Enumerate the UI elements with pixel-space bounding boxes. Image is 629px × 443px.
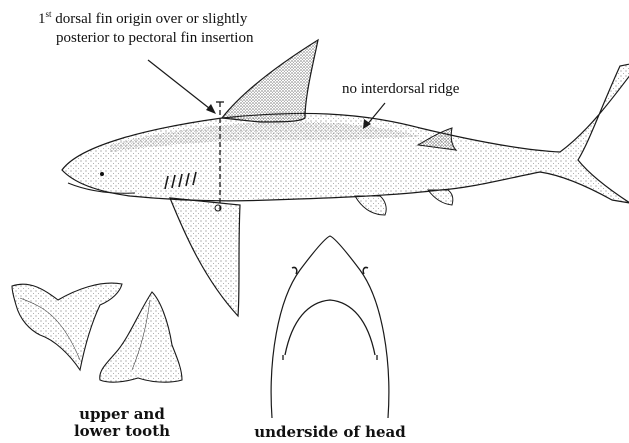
mouth-corners [283, 355, 377, 360]
teeth-caption: upper and lower tooth [72, 406, 172, 440]
first-dorsal-fin [222, 40, 318, 122]
upper-tooth [12, 283, 122, 370]
teeth-caption-line2: lower tooth [72, 423, 172, 440]
teeth-caption-line1: upper and [72, 406, 172, 423]
pelvic-fin [355, 196, 386, 215]
dorsal-origin-note-line1: 1st dorsal fin origin over or slightly [38, 10, 247, 28]
right-nostril [363, 267, 368, 274]
dorsal-origin-note-text1: dorsal fin origin over or slightly [52, 11, 248, 27]
ordinal-number: 1 [38, 11, 46, 27]
mouth-arc [285, 300, 375, 355]
dorsal-origin-arrowhead [206, 104, 216, 114]
pectoral-fin [170, 198, 240, 316]
left-nostril [292, 267, 297, 274]
interdorsal-ridge-note: no interdorsal ridge [342, 80, 459, 98]
head-caption: underside of head [245, 424, 415, 441]
eye [100, 172, 104, 176]
dorsal-origin-leader [148, 60, 214, 112]
lower-tooth [100, 292, 182, 382]
head-underside-outline [271, 236, 389, 418]
dorsal-origin-note-line2: posterior to pectoral fin insertion [56, 29, 253, 47]
anal-fin [428, 190, 453, 205]
